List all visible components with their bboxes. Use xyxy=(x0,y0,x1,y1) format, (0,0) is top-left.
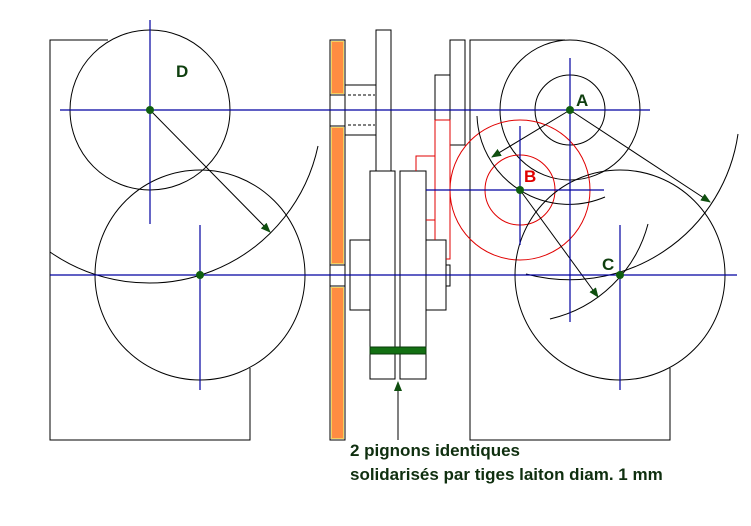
brass-pin xyxy=(369,346,427,355)
center-point-d xyxy=(146,106,154,114)
gear-a-hub-section xyxy=(434,74,451,121)
axis-lines xyxy=(50,20,737,390)
plate-segment xyxy=(331,287,344,439)
center-point-b xyxy=(516,186,524,194)
caption-line-1: 2 pignons identiques xyxy=(350,441,521,460)
label-b: B xyxy=(524,167,536,186)
label-c: C xyxy=(602,255,614,274)
center-point-a xyxy=(566,106,574,114)
plate-segment xyxy=(331,127,344,264)
radius-arrow-a-b xyxy=(491,109,571,158)
radius-arrow-a-c xyxy=(569,109,711,203)
center-point-left-lower xyxy=(196,271,204,279)
center-point-c xyxy=(616,271,624,279)
plate-segment xyxy=(331,41,344,94)
radius-arrow-b-c xyxy=(519,189,599,298)
caption-line-2: solidarisés par tiges laiton diam. 1 mm xyxy=(350,465,663,484)
label-d: D xyxy=(176,62,188,81)
gear-d-section xyxy=(375,29,392,172)
gear-a-section xyxy=(449,39,466,146)
label-a: A xyxy=(576,91,588,110)
arc-a-large xyxy=(525,133,739,281)
arc-around-d xyxy=(49,145,319,284)
arc-b xyxy=(549,223,649,320)
right-frame xyxy=(469,39,671,441)
left-frame xyxy=(49,39,251,441)
radius-arrow-d xyxy=(149,109,271,233)
